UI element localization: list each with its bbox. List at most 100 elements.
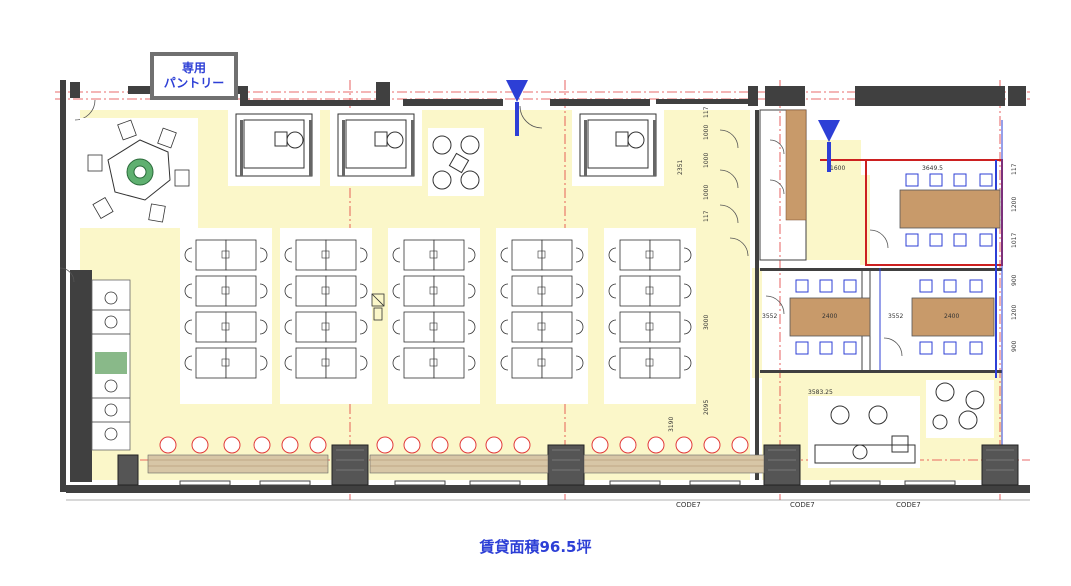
chair [392, 247, 401, 263]
desk-cluster [388, 228, 480, 404]
chair [284, 283, 293, 299]
stool [485, 436, 503, 454]
desk [403, 311, 435, 343]
chair [608, 247, 617, 263]
chair [575, 283, 584, 299]
dim-room-b: 3552 [888, 313, 903, 320]
dim-room-a: 3552 [762, 313, 777, 320]
stool [591, 436, 609, 454]
chair [575, 319, 584, 335]
chair [259, 355, 268, 371]
chair [184, 247, 193, 263]
counter-stools [159, 436, 749, 454]
desk [225, 275, 257, 307]
stool [459, 436, 477, 454]
desk [195, 275, 227, 307]
chair [500, 247, 509, 263]
stool [403, 436, 421, 454]
desk [295, 239, 327, 271]
chair [359, 355, 368, 371]
desk [403, 275, 435, 307]
desk [225, 347, 257, 379]
desk [619, 275, 651, 307]
desk [619, 347, 651, 379]
lounge-area [80, 118, 198, 228]
chair [929, 233, 943, 247]
chair [608, 355, 617, 371]
chair [795, 341, 809, 355]
pantry-label: 専用 パントリー [150, 52, 238, 100]
chair [359, 283, 368, 299]
chair [184, 355, 193, 371]
stool [159, 436, 177, 454]
dim-right-strip: 1200 [1011, 197, 1018, 212]
stool [703, 436, 721, 454]
stool [647, 436, 665, 454]
left-booths [91, 279, 131, 451]
bottom-windows [179, 480, 956, 486]
meeting-chairs [795, 279, 857, 355]
pantry-label-line2: パントリー [163, 76, 225, 90]
dim-core-column: 1000 [703, 185, 710, 200]
chair [819, 341, 833, 355]
dim-right-strip: 1200 [1011, 305, 1018, 320]
round-table-cluster [428, 128, 484, 196]
chair [259, 319, 268, 335]
desk [403, 239, 435, 271]
desk [325, 347, 357, 379]
chair [500, 319, 509, 335]
storage-unit [371, 293, 385, 321]
desk-cluster [180, 228, 272, 404]
dim-left-core: 2351 [677, 160, 684, 175]
chair [575, 247, 584, 263]
desk [511, 347, 543, 379]
desk [649, 275, 681, 307]
chair [392, 319, 401, 335]
desk-cluster [280, 228, 372, 404]
chair [819, 279, 833, 293]
desk [541, 275, 573, 307]
dim-right-strip: 1017 [1011, 233, 1018, 248]
dim-meeting-bottom: 3583.25 [808, 389, 833, 396]
stool [513, 436, 531, 454]
chair [969, 341, 983, 355]
stool [731, 436, 749, 454]
chair [467, 319, 476, 335]
chair [905, 173, 919, 187]
chair [843, 279, 857, 293]
desk [649, 239, 681, 271]
dim-meeting-wall: 1600 [830, 165, 845, 172]
meeting-chairs [905, 173, 993, 247]
desk [295, 275, 327, 307]
dim-2095: 2095 [703, 400, 710, 415]
chair [359, 247, 368, 263]
meeting-room-small-b [911, 279, 995, 355]
meeting-room-large [899, 173, 1001, 247]
desk [649, 311, 681, 343]
code-label: CODE7 [790, 501, 815, 509]
walls [60, 80, 1030, 493]
dim-3000: 3000 [703, 315, 710, 330]
dim-meeting-top: 3649.5 [922, 165, 943, 172]
chair [284, 319, 293, 335]
chair [284, 247, 293, 263]
entrance-arrow-icon [818, 120, 840, 142]
chair [575, 355, 584, 371]
dimension-labels: 2351 3000 2095 3190 1600 3649.5 3583.25 … [668, 106, 1018, 432]
stool [675, 436, 693, 454]
desk [541, 311, 573, 343]
dim-table-a: 2400 [822, 313, 837, 320]
stool [376, 436, 394, 454]
chair [467, 247, 476, 263]
chair [943, 279, 957, 293]
desk-cluster [604, 228, 696, 404]
desk [511, 275, 543, 307]
chair [184, 319, 193, 335]
chair [284, 355, 293, 371]
stool [281, 436, 299, 454]
desk-clusters [180, 228, 696, 404]
desk [403, 347, 435, 379]
